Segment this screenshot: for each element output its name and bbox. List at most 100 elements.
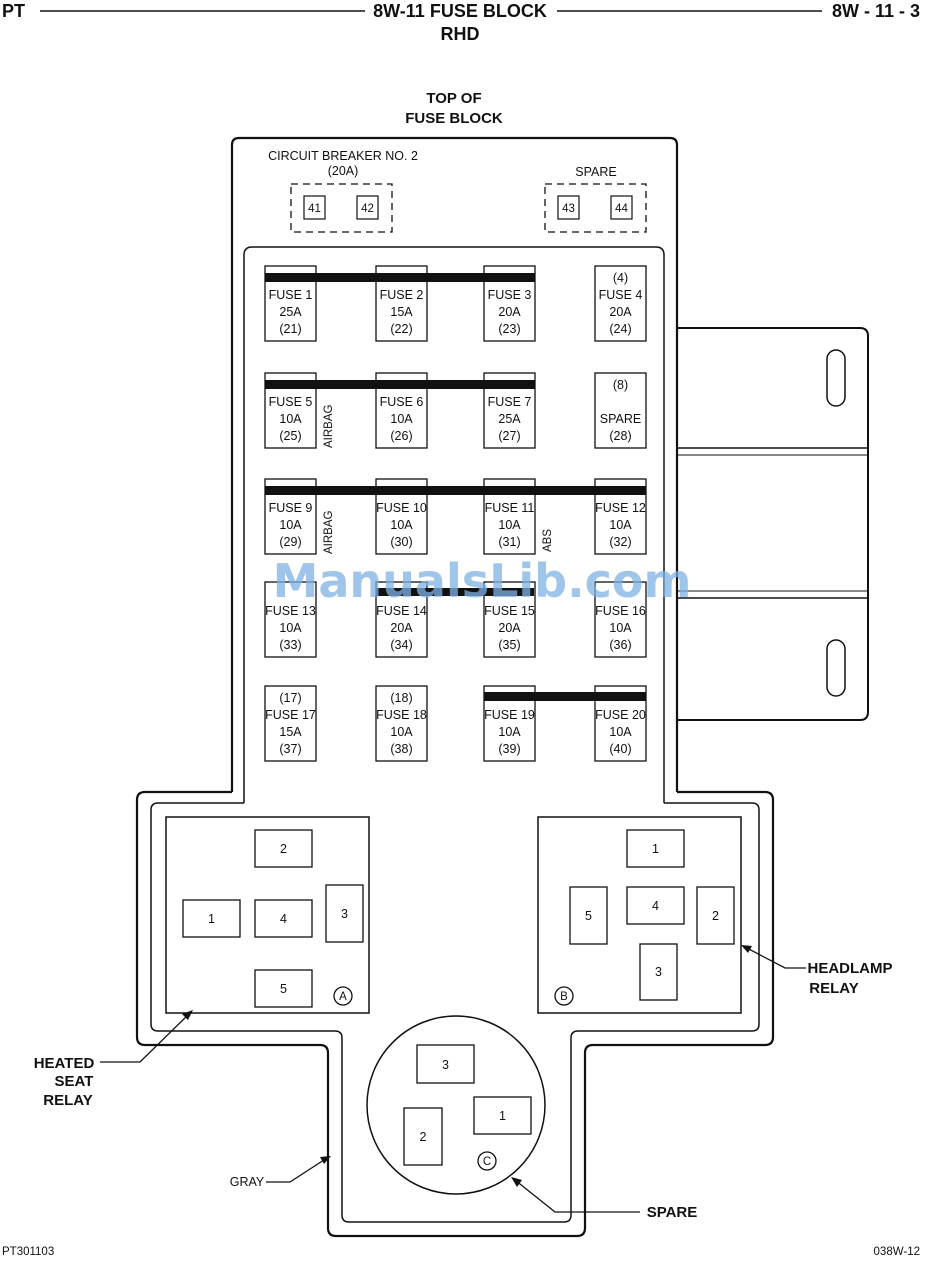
fuse-slot-outline [264, 372, 317, 449]
relay-a-pin-3-label: 3 [341, 907, 348, 921]
relay-c-pin-3-label: 3 [442, 1058, 449, 1072]
circuit-breaker-outline [290, 183, 393, 233]
fuse-top-label: (17) [279, 691, 301, 705]
fuse-amps-label: 10A [609, 621, 632, 635]
fuse-amps-label: 10A [390, 725, 413, 739]
fuse-cavity-label: (30) [390, 535, 412, 549]
fuse-cavity-label: (25) [279, 429, 301, 443]
relay-b-pin-4 [626, 886, 685, 925]
relay-c-outline [366, 1015, 546, 1195]
fuse-amps-label: 10A [498, 725, 521, 739]
footer-right: 038W-12 [874, 1246, 920, 1258]
bus-bar-row-5 [484, 692, 646, 701]
fuse-amps-label: 25A [498, 412, 521, 426]
relay-b-pin-3 [639, 943, 678, 1001]
relay-a-pin-2-label: 2 [280, 842, 287, 856]
relay-c-pin-1-label: 1 [499, 1109, 506, 1123]
bus-bar-row-1 [265, 273, 535, 282]
fuse-top-label: (18) [390, 691, 412, 705]
airbag-label-1: AIRBAG [323, 404, 335, 448]
spare-top-label: SPARE [575, 165, 616, 179]
fuse-cavity-label: (27) [498, 429, 520, 443]
fuse-cavity-label: (24) [609, 322, 631, 336]
fuse-amps-label: 10A [279, 412, 302, 426]
relay-c-pin-2 [403, 1107, 443, 1166]
fuse-slot-outline [594, 265, 647, 342]
cavity-44-label: 44 [615, 203, 628, 215]
fuse-slot-outline [594, 478, 647, 555]
spare-top-outline [544, 183, 647, 233]
fuse-cavity-label: (34) [390, 638, 412, 652]
cavity-43-label: 43 [562, 203, 575, 215]
headlamp-callout-line1: HEADLAMP [808, 960, 893, 977]
watermark: ManualsLib.com [273, 554, 692, 608]
fuse-name-label: FUSE 1 [269, 288, 313, 302]
relay-c: 3 2 1 C [366, 1015, 546, 1195]
fuse-amps-label: 15A [390, 305, 413, 319]
relay-a-outline [165, 816, 370, 1014]
headlamp-arrowhead [741, 945, 752, 953]
fuse-name-label: FUSE 16 [595, 604, 646, 618]
fuse-name-label: FUSE 13 [265, 604, 316, 618]
heated-seat-callout-line2: SEAT [55, 1073, 94, 1090]
fuse-amps-label: 25A [279, 305, 302, 319]
cavity-42-label: 42 [361, 203, 374, 215]
fuse-amps-label: 20A [609, 305, 632, 319]
fuse-cavity-label: (39) [498, 742, 520, 756]
heated-seat-leader [100, 1012, 191, 1063]
relay-a-letter: A [339, 991, 347, 1003]
fuse-cavity-label: (23) [498, 322, 520, 336]
headlamp-leader [744, 946, 806, 969]
top-label-line1: TOP OF [426, 90, 481, 107]
fuse-top-label: (8) [613, 378, 628, 392]
fuse-amps-label: SPARE [600, 412, 641, 426]
spare-leader [514, 1179, 640, 1213]
gray-leader [266, 1157, 328, 1183]
relay-a-pin-5 [254, 969, 313, 1008]
spare-arrowhead [511, 1177, 522, 1187]
fuse-slot-outline [594, 581, 647, 658]
fuse-slot-outline [375, 372, 428, 449]
fuse-amps-label: 20A [390, 621, 413, 635]
relay-a-letter-circle [333, 986, 353, 1006]
fuse-slot-outline [375, 581, 428, 658]
cavity-44 [610, 195, 633, 220]
fuse-cavity-label: (40) [609, 742, 631, 756]
fuse-name-label: FUSE 2 [380, 288, 424, 302]
mounting-slot-bottom [826, 639, 846, 697]
header-title: 8W-11 FUSE BLOCK [373, 1, 547, 21]
relay-b-pin-5 [569, 886, 608, 945]
relay-b-pin-3-label: 3 [655, 965, 662, 979]
bus-bar-row-3 [265, 486, 646, 495]
circuit-breaker-label: CIRCUIT BREAKER NO. 2 [268, 149, 418, 163]
fuse-name-label: FUSE 10 [376, 501, 427, 515]
fuse-amps-label: 10A [390, 412, 413, 426]
fuse-cavity-label: (33) [279, 638, 301, 652]
fuse-cavity-label: (22) [390, 322, 412, 336]
cavity-41 [303, 195, 326, 220]
relay-a-pin-2 [254, 829, 313, 868]
relay-b-pin-2 [696, 886, 735, 945]
fuse-slot-outline [264, 265, 317, 342]
heated-seat-callout-line3: RELAY [43, 1092, 92, 1109]
relay-b-letter: B [560, 991, 568, 1003]
header-subtitle: RHD [441, 24, 480, 44]
relay-a-pin-4 [254, 899, 313, 938]
relay-b-pin-1 [626, 829, 685, 868]
top-label-line2: FUSE BLOCK [405, 110, 503, 127]
fuse-cavity-label: (29) [279, 535, 301, 549]
fuse-slot-outline [483, 372, 536, 449]
fuse-cavity-label: (28) [609, 429, 631, 443]
